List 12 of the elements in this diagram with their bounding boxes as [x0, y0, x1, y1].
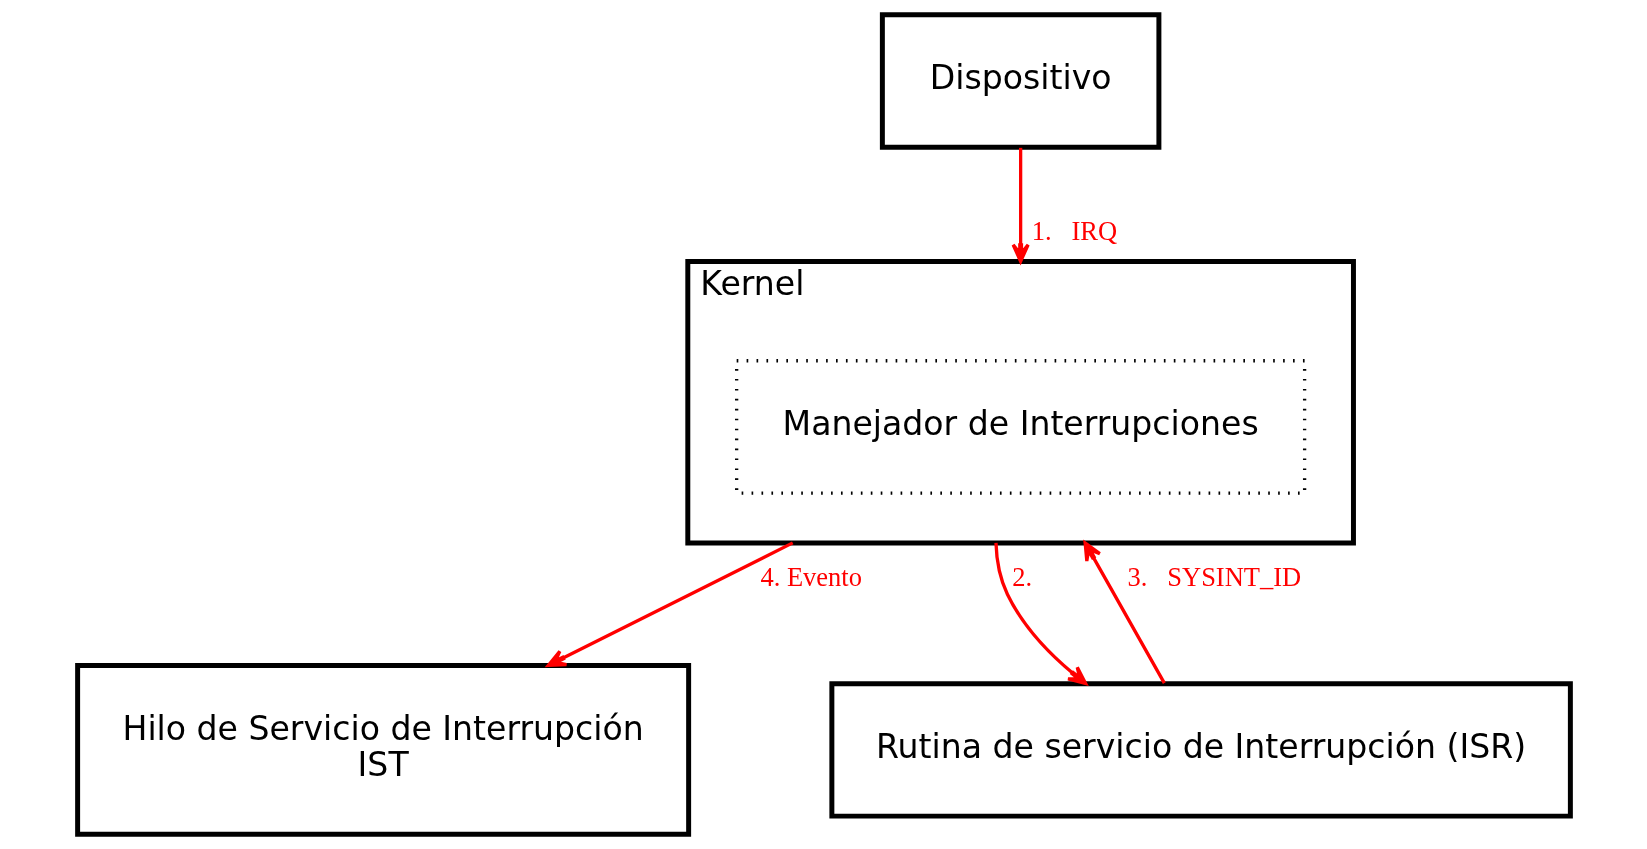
- node-box: Hilo de Servicio de Interrupción IST: [74, 662, 691, 837]
- edge-label: 2.: [1011, 561, 1032, 592]
- edge-label: 1. IRQ: [1031, 215, 1117, 246]
- node-box: Dispositivo: [879, 12, 1161, 150]
- edge-label: 4. Evento: [759, 561, 862, 592]
- node-box: Rutina de servicio de Interrupción (ISR): [828, 681, 1573, 819]
- arrow: [546, 541, 793, 668]
- node-box: Manejador de Interrupciones: [734, 359, 1306, 495]
- edge-label: 3. SYSINT_ID: [1127, 561, 1301, 592]
- arrow: [993, 542, 1087, 686]
- arrow: [1083, 541, 1166, 684]
- arrow: [1011, 147, 1030, 264]
